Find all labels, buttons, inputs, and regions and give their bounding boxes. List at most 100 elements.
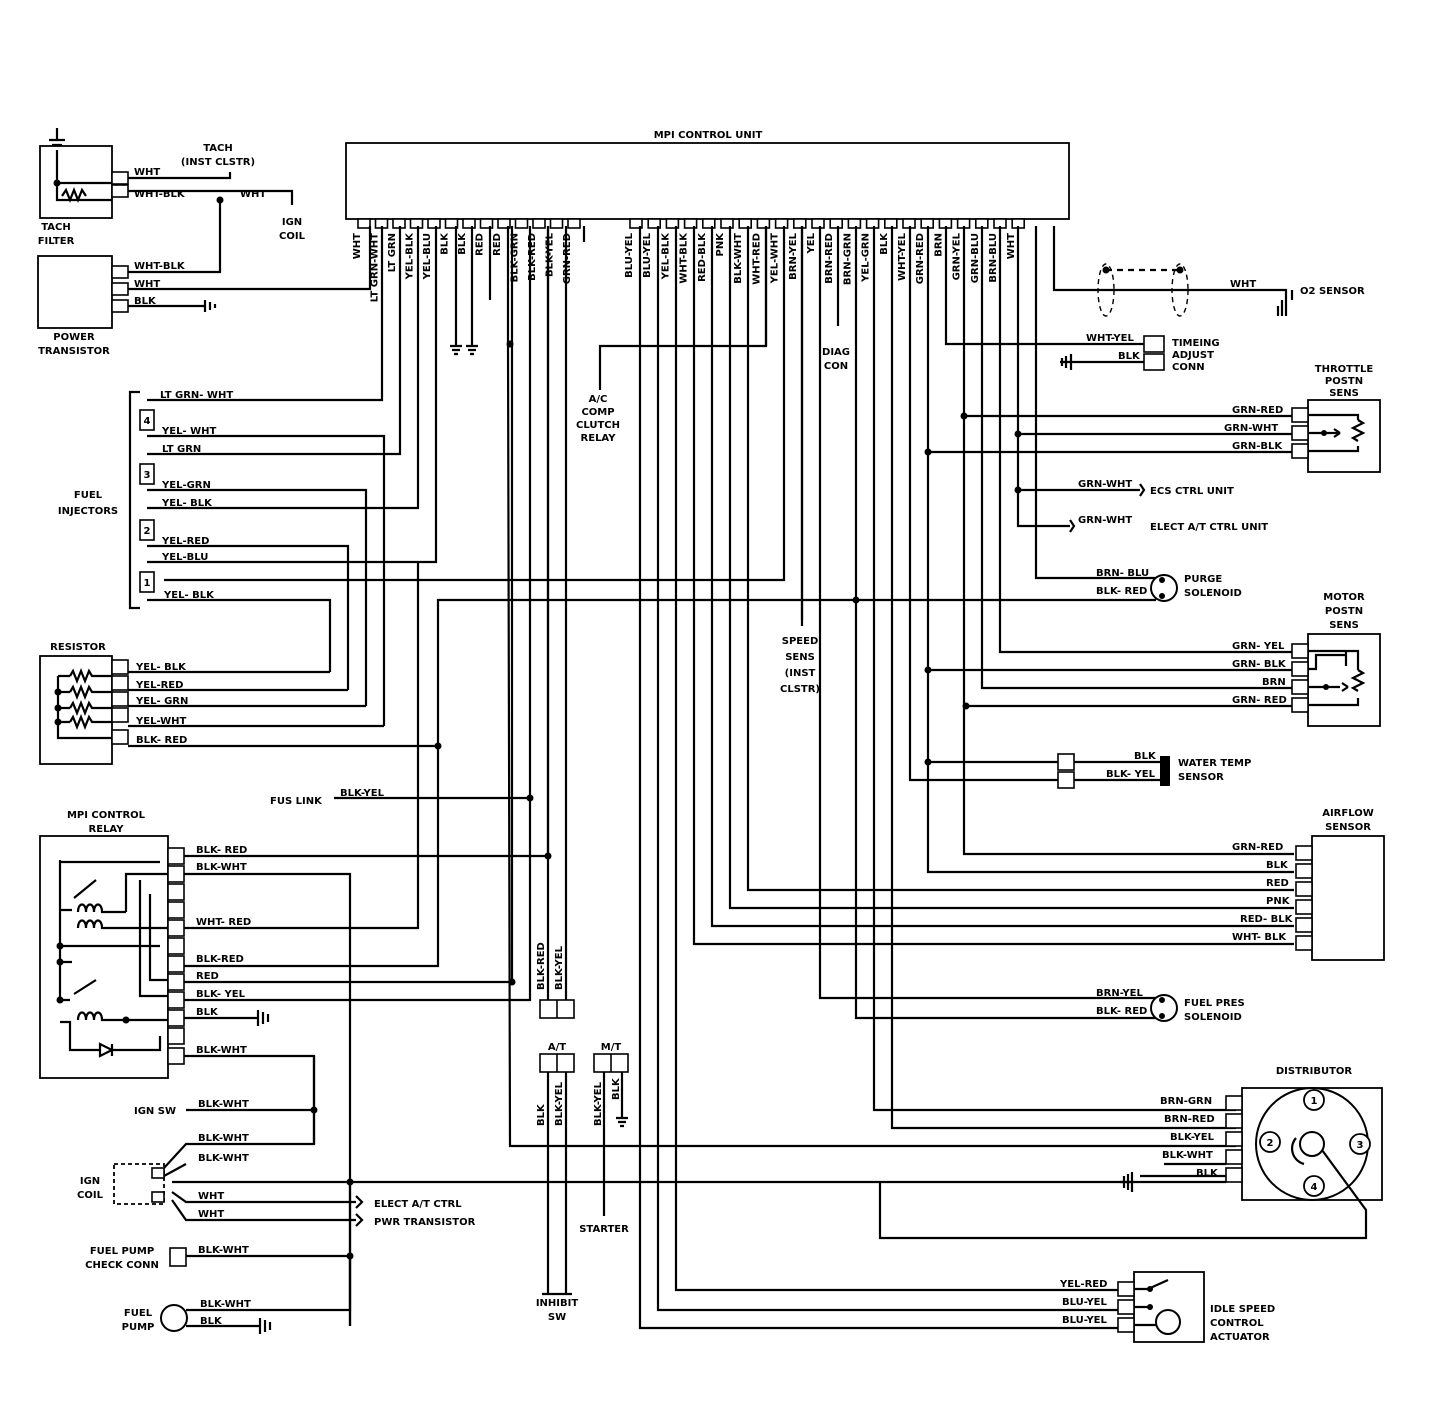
relay-pin [167, 937, 185, 955]
mt-wire-1: BLK-YEL [593, 1081, 604, 1126]
relay-pin [167, 865, 185, 883]
dist-wire-2: BRN-RED [1164, 1114, 1215, 1125]
ecu-pin [647, 218, 662, 229]
ign-coil-label-1: IGN [80, 1176, 100, 1187]
coil-wire-3: WHT [198, 1191, 224, 1202]
speed-sens-2: SENS [785, 652, 815, 663]
tach-wire-3: WHT [240, 189, 266, 200]
ecu-pin-row [357, 218, 1026, 229]
timing-wire-1: WHT-YEL [1086, 333, 1135, 344]
purge-wire-1: BRN- BLU [1096, 568, 1149, 579]
ecu-right-wires: SPEED SENS (INST CLSTR) DIAG CON [164, 226, 1294, 1330]
inhibit-upper-wire-1: BLK-RED [536, 942, 547, 990]
motor-wire-2: GRN- BLK [1232, 659, 1287, 670]
fus-link-wire: BLK-YEL [340, 788, 385, 799]
ecu-pin [829, 218, 844, 229]
ecu-pin-label: LT GRN-WHT [370, 233, 381, 302]
airflow-wire-3: RED [1266, 878, 1289, 889]
dist-wire-3: BLK-YEL [1170, 1132, 1215, 1143]
water-wire-1: BLK [1134, 751, 1157, 762]
inj-wire-8: YEL- BLK [163, 590, 215, 601]
ecu-pin [444, 218, 459, 229]
motor-label-1: MOTOR [1323, 592, 1365, 603]
ecu-pin [847, 218, 862, 229]
timing-wire-2: BLK [1118, 351, 1141, 362]
dist-wire-4: BLK-WHT [1162, 1150, 1213, 1161]
mpi-control-relay: MPI CONTROL RELAY BLK- RED BLK-WHT WHT- … [39, 226, 552, 1326]
ecu-pin-label: BLK [440, 232, 451, 255]
inj-wire-6: YEL-RED [161, 536, 209, 547]
ecu-pin-label: BLK [457, 232, 468, 255]
inhibit-upper-wire-2: BLK-YEL [554, 945, 565, 990]
ecu-pin-label: BRN-YEL [788, 232, 799, 279]
ecu-pin-label: BLU-YEL [642, 232, 653, 278]
ecu-pin-label: BLK-YEL [545, 232, 556, 277]
ground-icon [258, 1318, 272, 1334]
airflow-sensor: AIRFLOW SENSOR GRN-RED BLK RED PNK RED- … [1232, 808, 1385, 961]
ecu-pin-label: YEL-BLU [422, 233, 433, 280]
water-temp-sensor: BLK BLK- YEL WATER TEMP SENSOR [1057, 751, 1251, 789]
throttle-label-3: SENS [1329, 388, 1359, 399]
motor-label-2: POSTN [1325, 606, 1363, 617]
isc-wire-3: BLU-YEL [1062, 1315, 1108, 1326]
relay-pin [167, 883, 185, 901]
elect-at-wire: GRN-WHT [1078, 515, 1132, 526]
resistor-icon [61, 187, 87, 203]
at-wire-2: BLK-YEL [554, 1081, 565, 1126]
relay-wire-4: BLK-RED [196, 954, 244, 965]
ecs-elect-at: GRN-WHT ECS CTRL UNIT GRN-WHT ELECT A/T … [1069, 479, 1268, 533]
airflow-label-1: AIRFLOW [1322, 808, 1374, 819]
injector-2: 2 [144, 526, 151, 537]
purge-solenoid: BRN- BLU BLK- RED PURGE SOLENOID [1096, 568, 1242, 602]
diag-label-2: CON [824, 361, 848, 372]
ecs-wire: GRN-WHT [1078, 479, 1132, 490]
ecu-pin-label: RED-BLK [697, 232, 708, 282]
distributor-label: DISTRIBUTOR [1276, 1066, 1353, 1077]
idle-speed-actuator: YEL-RED BLU-YEL BLU-YEL IDLE SPEED CONTR… [1059, 1271, 1275, 1343]
tach-wire-2: WHT-BLK [134, 189, 186, 200]
injector-3: 3 [144, 470, 151, 481]
ecu-pin [683, 218, 698, 229]
ecu-pin [357, 218, 371, 229]
ecu-pin [549, 218, 564, 229]
injector-4: 4 [144, 416, 151, 427]
ecu-pin-label: WHT-YEL [897, 232, 908, 281]
ecu-pin [629, 218, 643, 229]
inhibit-switch: BLK-RED BLK-YEL A/T M/T BLK BLK-YEL BLK-… [536, 942, 629, 1323]
res-wire-3: YEL- GRN [135, 696, 188, 707]
ecu-title: MPI CONTROL UNIT [654, 130, 763, 141]
relay-pin [167, 901, 185, 919]
ground-icon [256, 1010, 270, 1026]
throttle-wire-1: GRN-RED [1232, 405, 1283, 416]
motor-label-3: SENS [1329, 620, 1359, 631]
ecu-pin [865, 218, 880, 229]
inj-wire-2: YEL- WHT [161, 426, 216, 437]
motor-position-sensor: MOTOR POSTN SENS GRN- YEL GRN- BLK BRN G… [1232, 592, 1381, 727]
ecu-pin-label: WHT [352, 233, 363, 259]
ecu-pin [427, 218, 441, 229]
coil-wire-1: BLK-WHT [198, 1133, 249, 1144]
elect-at-label: ELECT A/T CTRL UNIT [1150, 522, 1268, 533]
tach-filter-label-1: TACH [41, 222, 71, 233]
airflow-wire-6: WHT- BLK [1232, 932, 1287, 943]
ground-icon [1122, 1172, 1134, 1192]
ecu-pin-label: BLK-RED [527, 233, 538, 281]
dist-num-3: 3 [1357, 1140, 1364, 1151]
dist-wire-1: BRN-GRN [1160, 1096, 1212, 1107]
inhibit-at: A/T [548, 1042, 566, 1053]
ecu-pin-label: PNK [715, 232, 726, 257]
isc-wire-2: BLU-YEL [1062, 1297, 1108, 1308]
relay-pin [167, 919, 185, 937]
fuel-injectors: 4 3 2 1 LT GRN- WHT YEL- WHT LT GRN YEL-… [58, 226, 438, 726]
tach-ign-coil-2: COIL [279, 231, 306, 242]
ground-icon [49, 128, 65, 147]
fuel-pres-wire-1: BRN-YEL [1096, 988, 1143, 999]
ecu-pin-label: LT GRN [387, 233, 398, 272]
fuel-pump-wire-1: BLK-WHT [200, 1299, 251, 1310]
relay-label-2: RELAY [89, 824, 125, 835]
inj-wire-4: YEL-GRN [161, 480, 211, 491]
throttle-wire-2: GRN-WHT [1224, 423, 1278, 434]
ecu-pin-label: BLK-WHT [733, 233, 744, 284]
ecu-pin-label: GRN-RED [562, 233, 573, 284]
